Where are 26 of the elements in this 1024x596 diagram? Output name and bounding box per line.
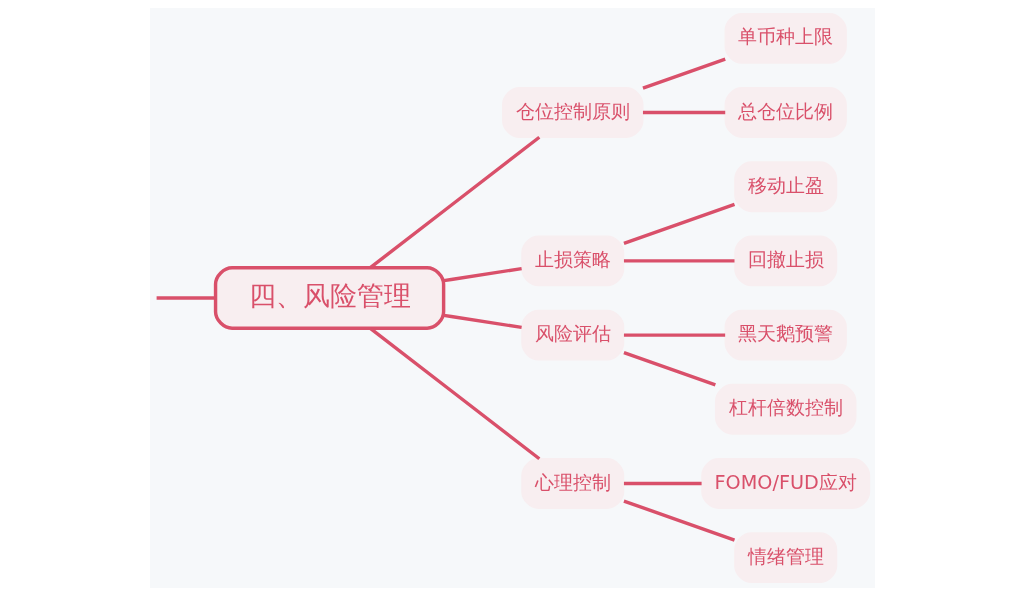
node-box: 心理控制 (520, 458, 624, 509)
connector (622, 351, 716, 387)
connector (623, 481, 702, 486)
connector (156, 296, 216, 300)
node-box: 回撤止损 (733, 235, 837, 287)
node-box: 黑天鹅预警 (724, 309, 847, 361)
node-box: 单币种上限 (724, 12, 847, 64)
node-box: FOMO/FUD应对 (700, 458, 870, 509)
connector (443, 266, 522, 283)
node-box: 总仓位比例 (724, 87, 847, 138)
node-box: 移动止盈 (733, 161, 837, 213)
connector (369, 327, 540, 461)
connector (369, 135, 540, 269)
node-box: 仓位控制原则 (501, 87, 643, 138)
connector (641, 57, 726, 90)
connector (443, 313, 522, 330)
connector (642, 110, 725, 115)
node-box: 止损策略 (520, 235, 624, 287)
connector (623, 259, 734, 263)
node-box: 情绪管理 (733, 532, 837, 584)
node-box: 风险评估 (520, 309, 624, 361)
node-box: 杠杆倍数控制 (714, 383, 856, 435)
connector (623, 333, 725, 337)
node-box: 四、风险管理 (213, 266, 445, 330)
connector (622, 499, 735, 542)
connector (622, 202, 735, 245)
